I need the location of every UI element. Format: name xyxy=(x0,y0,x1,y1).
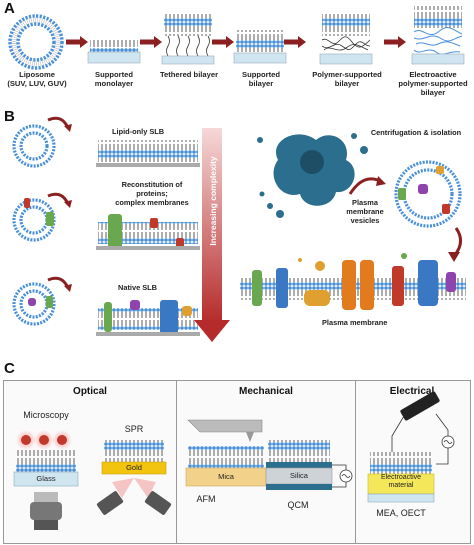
isolated-vesicle-icon xyxy=(394,160,462,228)
divider-2 xyxy=(355,380,356,543)
label-mica: Mica xyxy=(218,472,234,481)
label-supported-bilayer: Supported bilayer xyxy=(242,70,280,88)
label-increasing-complexity: Increasing complexity xyxy=(208,156,218,246)
lipid-only-slb-icon xyxy=(96,140,200,167)
plasma-membrane-icon xyxy=(240,253,466,310)
label-reconstitution: Reconstitution of proteins; complex memb… xyxy=(115,180,189,207)
panel-b-letter: B xyxy=(4,108,15,125)
cell-vesicles-icon xyxy=(257,133,368,218)
label-mea-oect: MEA, OECT xyxy=(376,508,426,518)
panel-b-diagram xyxy=(12,116,466,342)
reconstitution-slb-icon xyxy=(96,214,200,250)
panel-a-letter: A xyxy=(4,0,15,17)
label-spr: SPR xyxy=(124,424,144,434)
panel-c-diagram xyxy=(13,391,455,530)
mechanical-title: Mechanical xyxy=(239,386,293,397)
label-microscopy: Microscopy xyxy=(23,410,69,420)
label-plasma-membrane-vesicles: Plasma membrane vesicles xyxy=(346,198,384,225)
label-centrifugation: Centrifugation & isolation xyxy=(370,128,462,137)
lipid-only-liposome-icon xyxy=(12,116,72,168)
panel-c-letter: C xyxy=(4,360,15,377)
label-tethered-bilayer: Tethered bilayer xyxy=(159,70,219,79)
tethered-bilayer-icon xyxy=(161,14,215,65)
label-afm: AFM xyxy=(196,494,216,504)
label-liposome: Liposome (SUV, LUV, GUV) xyxy=(7,70,67,88)
panel-a-diagram xyxy=(8,6,465,70)
microscopy-icon xyxy=(13,430,79,530)
native-liposome-icon xyxy=(12,276,72,326)
increasing-complexity-arrow xyxy=(194,128,230,342)
supported-monolayer-icon xyxy=(87,40,141,64)
supported-bilayer-icon xyxy=(233,30,287,64)
spr-icon xyxy=(96,440,172,515)
label-gold: Gold xyxy=(126,463,142,472)
electrode-icon xyxy=(367,391,455,503)
reconstitution-liposome-icon xyxy=(12,192,72,242)
electrical-title: Electrical xyxy=(389,386,435,397)
liposome-icon xyxy=(8,14,64,70)
optical-title: Optical xyxy=(73,386,107,397)
label-plasma-membrane: Plasma membrane xyxy=(322,318,388,327)
label-qcm: QCM xyxy=(287,500,309,510)
electroactive-bilayer-icon xyxy=(411,6,465,65)
divider-1 xyxy=(176,380,177,543)
label-native-slb: Native SLB xyxy=(118,283,158,292)
qcm-icon xyxy=(265,440,353,490)
label-electroactive-bilayer: Electroactive polymer-supported bilayer xyxy=(398,70,468,97)
label-supported-monolayer: Supported monolayer xyxy=(94,70,134,88)
label-polymer-supported-bilayer: Polymer-supported bilayer xyxy=(312,70,382,88)
label-electroactive-material: Electroactive material xyxy=(380,474,422,489)
label-glass: Glass xyxy=(36,474,56,483)
label-silica: Silica xyxy=(290,471,308,480)
native-slb-icon xyxy=(96,300,200,336)
afm-icon xyxy=(185,419,267,487)
polymer-supported-bilayer-icon xyxy=(319,14,373,65)
label-lipid-only-slb: Lipid-only SLB xyxy=(112,127,165,136)
panel-a-arrows xyxy=(66,36,406,48)
